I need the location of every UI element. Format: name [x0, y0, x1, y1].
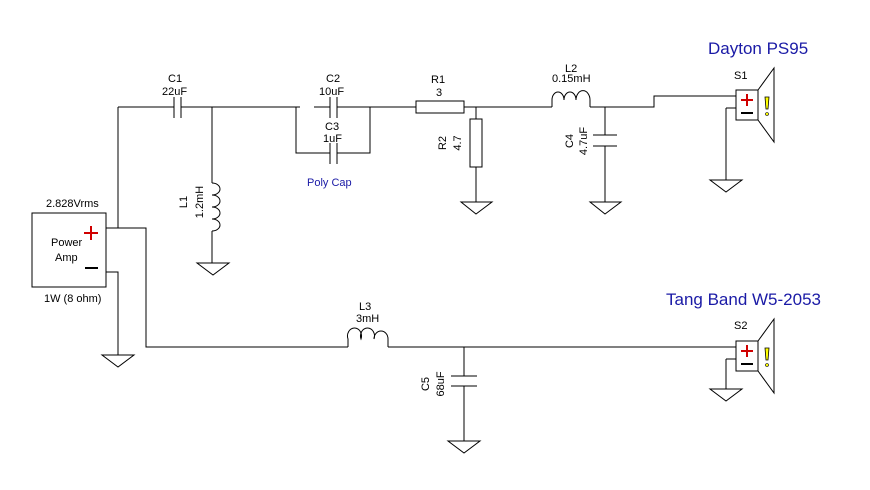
c3-ref: C3 [325, 121, 339, 133]
r2-value: 4.7 [452, 135, 464, 150]
speaker-s1 [708, 66, 775, 193]
c1-ref: C1 [168, 73, 182, 85]
ground-symbol-c4 [588, 201, 623, 215]
l1-ref: L1 [178, 196, 190, 208]
capacitor-c4 [588, 107, 623, 215]
s2-ref: S2 [734, 320, 747, 332]
capacitor-c2 [314, 97, 341, 118]
amp-label-1: Power [51, 237, 83, 249]
capacitor-c5 [446, 347, 482, 454]
resistor-r2 [459, 107, 494, 215]
c1-value: 22uF [162, 86, 187, 98]
wire-bottom-main [106, 227, 736, 348]
ground-symbol-r2 [459, 201, 494, 215]
inductor-l3 [347, 327, 389, 347]
c5-ref: C5 [420, 377, 432, 391]
capacitor-c1 [165, 97, 190, 118]
l3-value: 3mH [356, 313, 379, 325]
resistor-r1 [415, 100, 465, 114]
wire-amp-positive [106, 107, 119, 229]
c3-value: 1uF [323, 133, 342, 145]
r2-ref: R2 [437, 136, 449, 150]
capacitor-c3 [295, 107, 371, 164]
c5-value: 68uF [435, 371, 447, 396]
warning-icon [764, 347, 770, 361]
amp-rating: 1W (8 ohm) [44, 293, 101, 305]
wire-amp-negative [106, 271, 119, 355]
c2-ref: C2 [326, 73, 340, 85]
c3-note: Poly Cap [307, 177, 352, 189]
inductor-l1 [195, 107, 231, 276]
r1-value: 3 [436, 87, 442, 99]
speaker-s2 [708, 317, 775, 402]
warning-icon [764, 96, 770, 110]
woofer-name: Tang Band W5-2053 [666, 290, 821, 309]
c4-ref: C4 [564, 134, 576, 148]
amp-label-2: Amp [55, 252, 78, 264]
inductor-l2 [551, 90, 591, 107]
ground-symbol-s1 [708, 179, 744, 193]
tweeter-name: Dayton PS95 [708, 39, 808, 58]
s1-ref: S1 [734, 70, 747, 82]
c2-value: 10uF [319, 86, 344, 98]
l2-value: 0.15mH [552, 73, 591, 85]
ground-symbol-amp [100, 354, 136, 368]
r1-ref: R1 [431, 74, 445, 86]
amp-voltage: 2.828Vrms [46, 198, 99, 210]
l3-ref: L3 [359, 301, 371, 313]
power-amp [31, 212, 107, 288]
ground-symbol-c5 [446, 440, 482, 454]
c4-value: 4.7uF [578, 127, 590, 155]
ground-symbol-s2 [708, 388, 744, 402]
l1-value: 1.2mH [194, 186, 206, 218]
l2-ref: L2 [565, 63, 577, 75]
ground-symbol-l1 [195, 262, 231, 276]
